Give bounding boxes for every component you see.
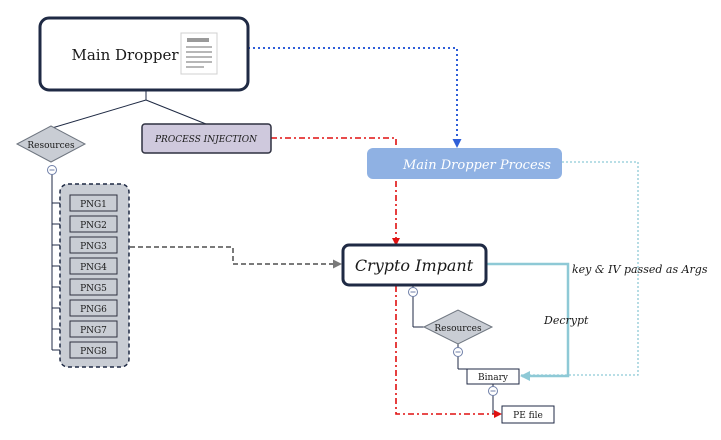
png-item-label: PNG3 — [80, 242, 107, 252]
png-item: PNG5 — [69, 278, 118, 296]
crypto-tree-connector — [412, 286, 494, 414]
binary-label: Binary — [478, 373, 509, 383]
resources-left-label: Resources — [27, 141, 75, 151]
png-item: PNG2 — [69, 215, 118, 233]
png-item-label: PNG1 — [80, 200, 107, 210]
png-item-label: PNG4 — [80, 263, 107, 273]
decrypt-label: Decrypt — [543, 314, 589, 327]
png-item: PNG1 — [69, 194, 118, 212]
collapse-toggle-crypto-icon[interactable] — [408, 287, 418, 297]
png-item-label: PNG5 — [80, 284, 107, 294]
pe-file-node: PE file — [501, 405, 555, 424]
collapse-toggle-left-icon[interactable] — [47, 165, 57, 175]
crypto-impant-label: Crypto Impant — [355, 256, 474, 275]
decrypt-arrow — [487, 262, 570, 381]
binary-node: Binary — [466, 368, 520, 385]
resources-right-node: Resources — [422, 309, 494, 345]
key-iv-path — [520, 161, 639, 376]
tree-connector — [51, 90, 207, 129]
crypto-impant-node: Crypto Impant — [341, 243, 488, 287]
key-iv-label: key & IV passed as Args — [572, 263, 708, 276]
png-item-label: PNG8 — [80, 347, 107, 357]
collapse-toggle-resources-icon[interactable] — [453, 347, 463, 357]
collapse-toggle-binary-icon[interactable] — [488, 386, 498, 396]
spawn-process-arrow — [248, 47, 462, 148]
png-item: PNG6 — [69, 299, 118, 317]
png-item-label: PNG6 — [80, 305, 107, 315]
png-item: PNG4 — [69, 257, 118, 275]
document-icon — [180, 32, 218, 75]
png-item: PNG3 — [69, 236, 118, 254]
process-injection-node: PROCESS INJECTION — [141, 123, 272, 154]
png-item-label: PNG2 — [80, 221, 107, 231]
main-dropper-process-node: Main Dropper Process — [367, 148, 562, 179]
png-payload-arrow — [130, 246, 342, 269]
pe-file-arrow — [395, 286, 502, 418]
pe-file-label: PE file — [513, 411, 543, 421]
main-dropper-process-label: Main Dropper Process — [402, 158, 551, 173]
png-item: PNG8 — [69, 341, 118, 359]
png-item: PNG7 — [69, 320, 118, 338]
png-item-label: PNG7 — [80, 326, 107, 336]
main-dropper-label: Main Dropper — [71, 46, 179, 64]
resources-left-node: Resources — [15, 125, 87, 163]
process-injection-label: PROCESS INJECTION — [154, 135, 258, 145]
resources-right-label: Resources — [434, 324, 482, 334]
